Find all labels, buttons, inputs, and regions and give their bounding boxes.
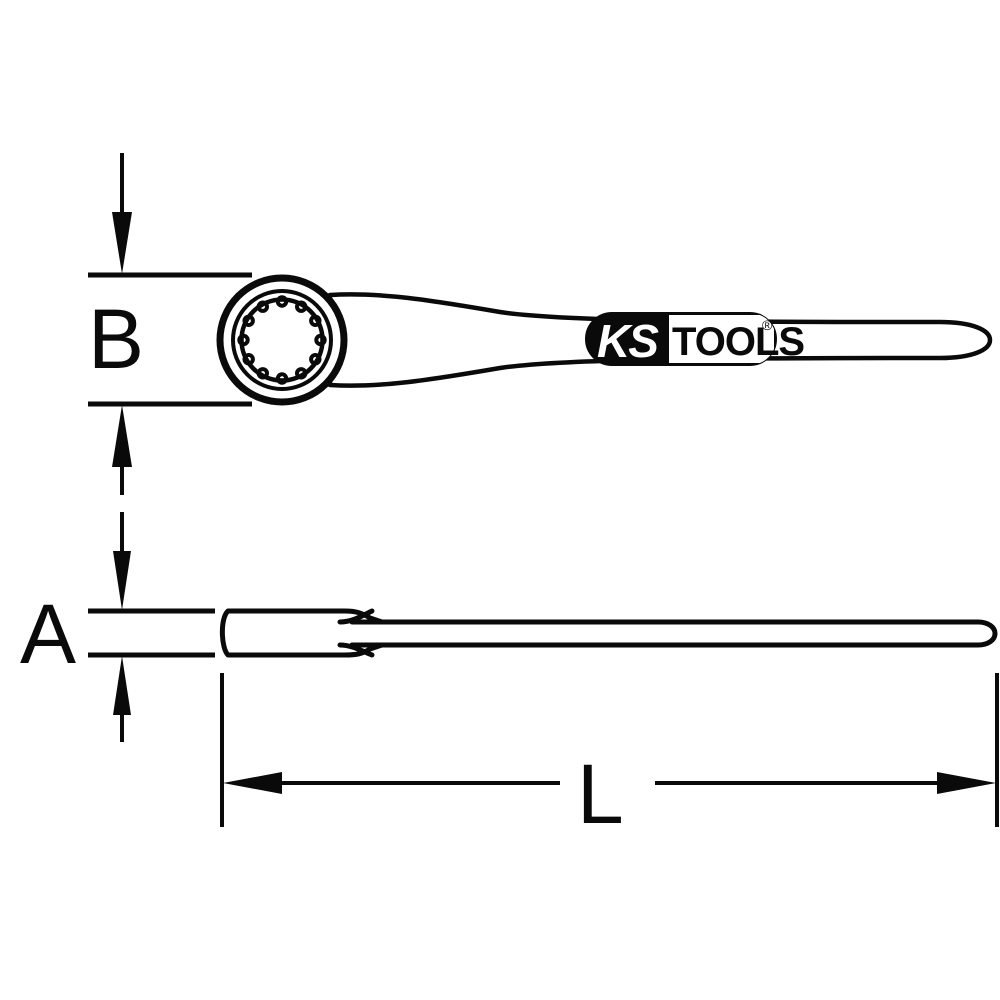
dimension-A [88, 512, 215, 742]
dimension-label-L: L [577, 747, 624, 841]
wrench-side-view [219, 608, 998, 658]
wrench-top-view: KS TOOLS ® [216, 274, 993, 406]
dimension-L-arrowhead-right [937, 772, 996, 794]
ks-tools-logo: KS TOOLS ® [585, 312, 805, 367]
dimension-A-arrowhead-top [113, 551, 131, 610]
side-view-taper-lower [337, 642, 375, 658]
logo-registered-trademark: ® [762, 317, 773, 333]
dimension-label-B: B [88, 292, 145, 386]
ring-head-12-point-profile [237, 295, 327, 385]
dimension-L [220, 673, 999, 827]
dimension-B-arrowhead-bottom [112, 405, 132, 467]
dimension-B-arrowhead-top [112, 212, 132, 274]
logo-white-panel [669, 315, 774, 363]
dimension-L-arrowhead-left [223, 772, 282, 794]
ring-head-inner-circle [231, 289, 333, 391]
side-view-taper-upper [337, 608, 375, 625]
dimension-A-arrowhead-bottom [113, 656, 131, 715]
logo-tools-text: TOOLS [672, 320, 804, 364]
logo-ks-text: KS [597, 315, 659, 367]
dimension-B [88, 153, 252, 495]
side-view-shaft [349, 619, 998, 648]
dimension-label-A: A [20, 587, 77, 681]
